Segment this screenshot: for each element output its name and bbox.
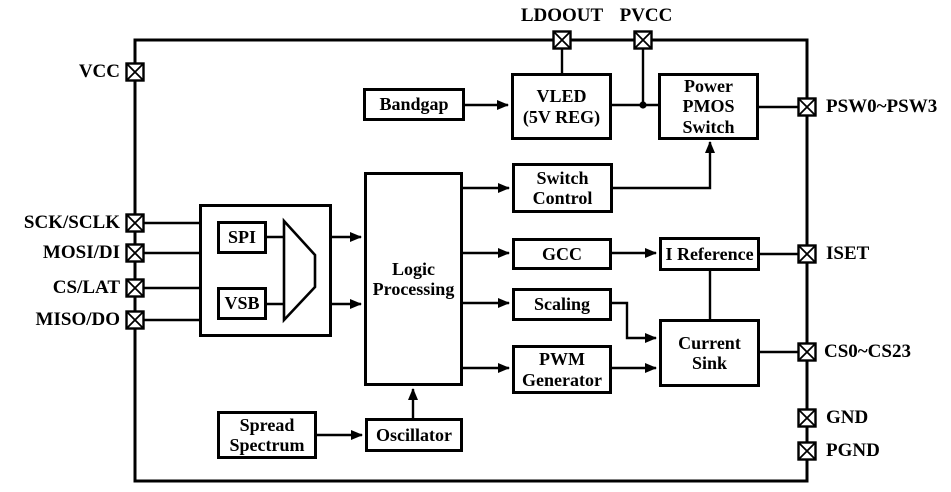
block-scaling: Scaling bbox=[512, 288, 612, 321]
block-vsb-label: VSB bbox=[224, 293, 260, 314]
block-power-pmos-switch: Power PMOS Switch bbox=[658, 73, 759, 140]
junction-dot bbox=[639, 101, 647, 109]
pin-mosi-icon bbox=[125, 243, 145, 263]
block-oscillator-label: Oscillator bbox=[376, 424, 452, 445]
mux-symbol bbox=[282, 217, 317, 324]
pin-label-cs: CS0~CS23 bbox=[824, 341, 911, 362]
block-vsb: VSB bbox=[217, 287, 267, 320]
block-current-sink: Current Sink bbox=[659, 319, 760, 387]
pin-miso-icon bbox=[125, 310, 145, 330]
pin-cslat-icon bbox=[125, 278, 145, 298]
block-i-reference: I Reference bbox=[659, 237, 760, 271]
block-vled: VLED (5V REG) bbox=[511, 73, 612, 140]
block-switch-control: Switch Control bbox=[512, 163, 613, 213]
pins bbox=[125, 30, 817, 461]
block-oscillator: Oscillator bbox=[365, 418, 463, 452]
pin-pgnd-icon bbox=[797, 441, 817, 461]
pin-cs-icon bbox=[797, 342, 817, 362]
wire-scaling-to-currentsink bbox=[612, 301, 657, 343]
block-scaling-label: Scaling bbox=[533, 294, 590, 315]
pin-vcc-icon bbox=[125, 62, 145, 82]
block-vled-label: VLED (5V REG) bbox=[522, 86, 601, 127]
pin-label-pgnd: PGND bbox=[826, 440, 880, 461]
pin-gnd-icon bbox=[797, 408, 817, 428]
pin-label-sck: SCK/SCLK bbox=[23, 212, 120, 233]
block-power-pmos-switch-label: Power PMOS Switch bbox=[682, 76, 735, 137]
pin-label-ldoout: LDOOUT bbox=[520, 5, 604, 26]
block-bandgap-label: Bandgap bbox=[379, 94, 449, 115]
pin-pvcc-icon bbox=[633, 30, 653, 50]
pin-sck-icon bbox=[125, 213, 145, 233]
pin-label-cslat: CS/LAT bbox=[52, 277, 120, 298]
pin-iset-icon bbox=[797, 244, 817, 264]
pin-label-mosi: MOSI/DI bbox=[42, 242, 120, 263]
pin-psw-icon bbox=[797, 97, 817, 117]
pin-label-gnd: GND bbox=[826, 407, 869, 428]
block-gcc-label: GCC bbox=[542, 243, 582, 264]
block-logic-processing-label: Logic Processing bbox=[372, 258, 455, 299]
block-spread-spectrum: Spread Spectrum bbox=[217, 411, 317, 459]
block-spi-label: SPI bbox=[227, 227, 256, 248]
pin-label-vcc: VCC bbox=[78, 61, 120, 82]
block-logic-processing: Logic Processing bbox=[364, 172, 463, 386]
wire-switchcontrol-to-pmos bbox=[613, 141, 715, 190]
pin-label-iset: ISET bbox=[826, 243, 870, 264]
block-pwm-generator-label: PWM Generator bbox=[522, 349, 602, 390]
block-gcc: GCC bbox=[512, 238, 612, 270]
pin-label-psw: PSW0~PSW3 bbox=[826, 96, 938, 117]
block-current-sink-label: Current Sink bbox=[678, 332, 741, 373]
pin-label-miso: MISO/DO bbox=[35, 309, 120, 330]
block-spread-spectrum-label: Spread Spectrum bbox=[229, 414, 305, 455]
block-spi: SPI bbox=[217, 221, 267, 254]
block-bandgap: Bandgap bbox=[363, 88, 465, 121]
block-i-reference-label: I Reference bbox=[665, 243, 754, 264]
block-switch-control-label: Switch Control bbox=[532, 167, 593, 208]
block-serial-interface bbox=[199, 204, 332, 337]
pin-ldoout-icon bbox=[552, 30, 572, 50]
pin-label-pvcc: PVCC bbox=[619, 5, 673, 26]
block-pwm-generator: PWM Generator bbox=[512, 345, 612, 394]
wires bbox=[143, 49, 799, 440]
